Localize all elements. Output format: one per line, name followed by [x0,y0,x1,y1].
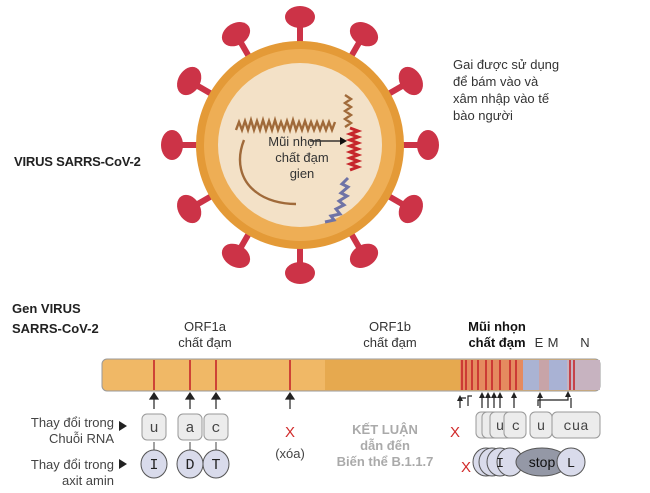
gene-title-line: SARRS-CoV-2 [12,321,99,336]
amino-change-text: T [211,457,220,474]
n-gene-label: N [580,335,590,350]
orf1a-desc: chất đạm [178,335,232,350]
spike-proteins [161,6,439,284]
rna-change-text: cua [563,419,588,435]
gene-title: Gen VIRUS SARRS-CoV-2 [12,299,132,339]
virus-illustration: Mũi nhọn chất đạm gien [161,6,439,284]
amino-change-circle [140,449,168,479]
rna-change-box [177,413,203,441]
inner-label-1: Mũi nhọn [268,134,321,149]
genome-bar [101,358,601,392]
amino-change-label-line: Thay đổi trong [30,457,114,472]
amino-change-text: stop [529,454,556,470]
amino-change-text: I [149,457,158,474]
spike-note-line: để bám vào và [453,74,539,89]
deletion-x-icon: X [284,424,295,441]
rna-change-box [203,413,229,441]
deletion-x-icon: X [450,424,460,441]
rna-change-label-line: Thay đổi trong [30,415,114,430]
amino-change-text: D [185,457,194,474]
conclusion-heading: KẾT LUẬN [352,422,418,437]
rna-change-box [141,413,167,441]
rna-change-box [503,411,527,439]
rna-change-text: a [185,420,194,437]
spike-note-line: bào người [453,108,513,123]
spike-note-line: xâm nhập vào tế [453,91,550,106]
conclusion-line: dẫn đến [360,438,410,453]
amino-change-label: Thay đổi trong axit amin [10,457,114,489]
amino-change-circle [556,447,586,477]
rna-change-text: c [512,419,520,435]
spike-gene-label: Mũi nhọn chất đạm [452,319,542,351]
conclusion-text: KẾT LUẬN dẫn đến Biến thể B.1.1.7 [325,422,445,470]
rna-change-text: u [537,419,545,435]
spike-gene-desc: chất đạm [468,335,526,350]
rna-change-label-line: Chuỗi RNA [48,431,114,446]
m-gene-label: M [547,335,559,350]
deletion-x-icon: X [461,459,471,476]
orf1b-label: ORF1b chất đạm [350,319,430,351]
spike-note-line: Gai được sử dụng [453,57,560,72]
rna-change-text: u [149,420,158,437]
conclusion-line: Biến thể B.1.1.7 [336,454,434,469]
deletion-label: (xóa) [275,446,305,461]
spike-gene-strand [345,126,363,172]
spike-gene-name: Mũi nhọn [468,319,526,334]
rna-strand [234,94,354,206]
amino-row-pointer-icon [119,459,127,469]
amino-change-text: L [567,456,575,472]
inner-label-3: gien [290,166,315,181]
rna-change-text: c [211,420,220,437]
rna-change-box [551,411,601,439]
virus-interior [218,63,382,227]
orf1a-label: ORF1a chất đạm [165,319,245,351]
spike-mutations: X X u c u cua I stop L [450,391,601,477]
mutation-lines [153,360,575,390]
spike-note: Gai được sử dụng để bám vào và xâm nhập … [453,56,583,124]
rna-row-pointer-icon [119,421,127,431]
rna-change-text: u [496,419,504,435]
orf1b-region [325,360,460,390]
gene-title-line: Gen VIRUS [12,301,81,316]
orf1a-mutations: u a c I D T [140,392,296,479]
deletion-marker: X (xóa) [270,424,310,462]
amino-change-label-line: axit amin [61,473,114,488]
orf1b-name: ORF1b [369,319,411,334]
other-gene-strand [324,176,351,224]
e-gene-label: E [534,335,544,350]
orf1b-desc: chất đạm [363,335,417,350]
amino-change-circle [202,449,230,479]
inner-label-2: chất đạm [275,150,328,165]
orf1a-name: ORF1a [184,319,226,334]
virus-title: VIRUS SARRS-CoV-2 [14,154,141,169]
rna-change-label: Thay đổi trong Chuỗi RNA [10,415,114,447]
amino-change-text: I [496,456,504,472]
